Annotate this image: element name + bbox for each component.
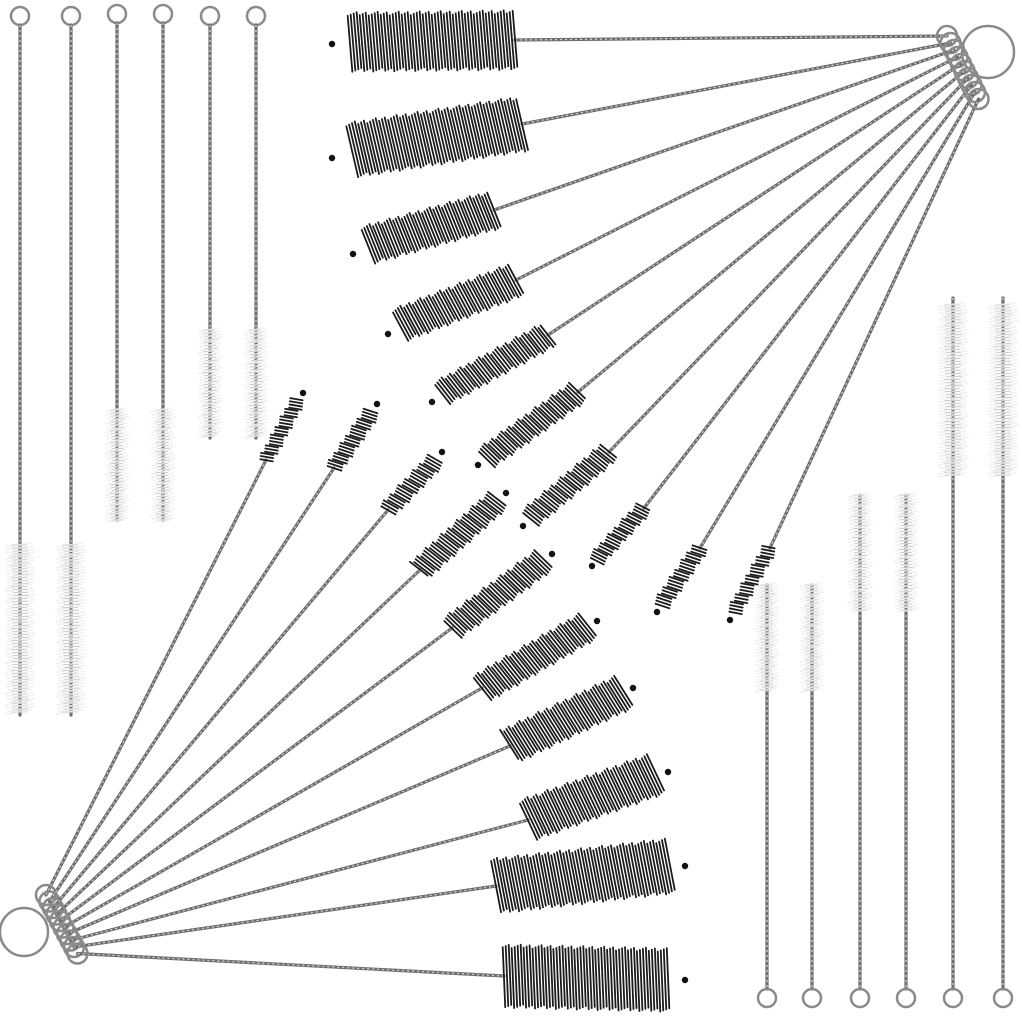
wire-twist xyxy=(59,627,453,922)
top-right-black-brush-fan xyxy=(328,9,1016,624)
black-bristles xyxy=(478,381,586,469)
bottom-left-black-brush-fan xyxy=(0,389,689,1013)
wire-twist xyxy=(608,77,969,453)
white-bristles xyxy=(937,302,969,478)
tip-cap xyxy=(629,684,637,692)
loop-ring xyxy=(66,942,89,965)
wire-twist xyxy=(45,459,267,896)
wire xyxy=(768,97,981,550)
bottom-right-white-brushes xyxy=(754,296,1019,1009)
wire-twist xyxy=(66,745,511,935)
white-bristles xyxy=(150,407,176,523)
tip-cap xyxy=(653,608,661,616)
black-bristles xyxy=(345,97,529,179)
white-bristles xyxy=(847,492,873,613)
white-bristles xyxy=(104,407,130,523)
key-ring xyxy=(960,24,1016,80)
black-bristles xyxy=(654,544,708,610)
tip-cap xyxy=(681,862,689,870)
black-bristles xyxy=(522,443,618,527)
wire-twist xyxy=(699,91,976,549)
white-bristles xyxy=(197,327,223,439)
black-bristles xyxy=(519,753,665,841)
wire xyxy=(520,41,953,126)
wire xyxy=(514,55,960,282)
black-bristles xyxy=(346,9,519,73)
black-bristles xyxy=(326,407,379,472)
black-bristles xyxy=(392,263,525,342)
black-bristles xyxy=(434,324,557,406)
wire-twist xyxy=(514,35,948,41)
loop-ring xyxy=(756,987,778,1009)
black-bristles xyxy=(501,943,671,1013)
tip-cap xyxy=(428,398,436,406)
loop-ring xyxy=(801,987,823,1009)
black-bristles xyxy=(499,674,634,762)
wire-twist xyxy=(52,509,389,909)
black-bristles xyxy=(490,837,676,914)
white-bristles xyxy=(4,542,36,715)
wire-twist xyxy=(70,819,529,942)
wire-twist xyxy=(73,885,497,948)
tip-cap xyxy=(726,616,734,624)
white-bristles xyxy=(987,302,1019,478)
white-bristles xyxy=(893,492,919,613)
black-bristles xyxy=(728,545,776,615)
black-bristles xyxy=(589,502,651,566)
loop-ring xyxy=(992,987,1014,1009)
loop-ring xyxy=(849,987,871,1009)
black-bristles xyxy=(380,453,443,516)
black-bristles xyxy=(409,490,507,577)
black-bristles xyxy=(443,549,553,639)
top-left-white-brushes xyxy=(4,3,269,717)
wire-twist xyxy=(56,569,421,915)
white-bristles xyxy=(243,327,269,439)
black-bristles xyxy=(472,612,597,702)
wire-twist xyxy=(48,467,335,902)
loop-ring xyxy=(895,987,917,1009)
tip-cap xyxy=(474,461,482,469)
black-bristles xyxy=(360,191,502,265)
loop-ring xyxy=(967,87,990,111)
tip-cap xyxy=(328,154,336,162)
tip-cap xyxy=(664,768,672,776)
tip-cap xyxy=(328,40,336,48)
loop-ring xyxy=(942,987,964,1009)
tip-cap xyxy=(438,448,446,456)
tip-cap xyxy=(384,330,392,338)
wire-twist xyxy=(63,687,483,929)
white-bristles xyxy=(799,582,825,693)
tip-cap xyxy=(502,489,510,497)
white-bristles xyxy=(55,542,87,715)
white-bristles xyxy=(754,582,780,693)
tip-cap xyxy=(349,250,357,258)
black-bristles xyxy=(259,397,304,463)
wire-twist xyxy=(643,84,972,509)
tip-cap xyxy=(681,976,689,984)
wire-twist xyxy=(577,70,965,393)
tip-cap xyxy=(519,522,527,530)
key-ring xyxy=(0,906,50,958)
wire-twist xyxy=(547,63,962,336)
wire-twist xyxy=(77,952,505,977)
wire-twist xyxy=(493,49,955,211)
tip-cap xyxy=(373,400,381,408)
tip-cap xyxy=(588,562,596,570)
tip-cap xyxy=(299,389,307,397)
tip-cap xyxy=(548,550,556,558)
tip-cap xyxy=(593,617,601,625)
